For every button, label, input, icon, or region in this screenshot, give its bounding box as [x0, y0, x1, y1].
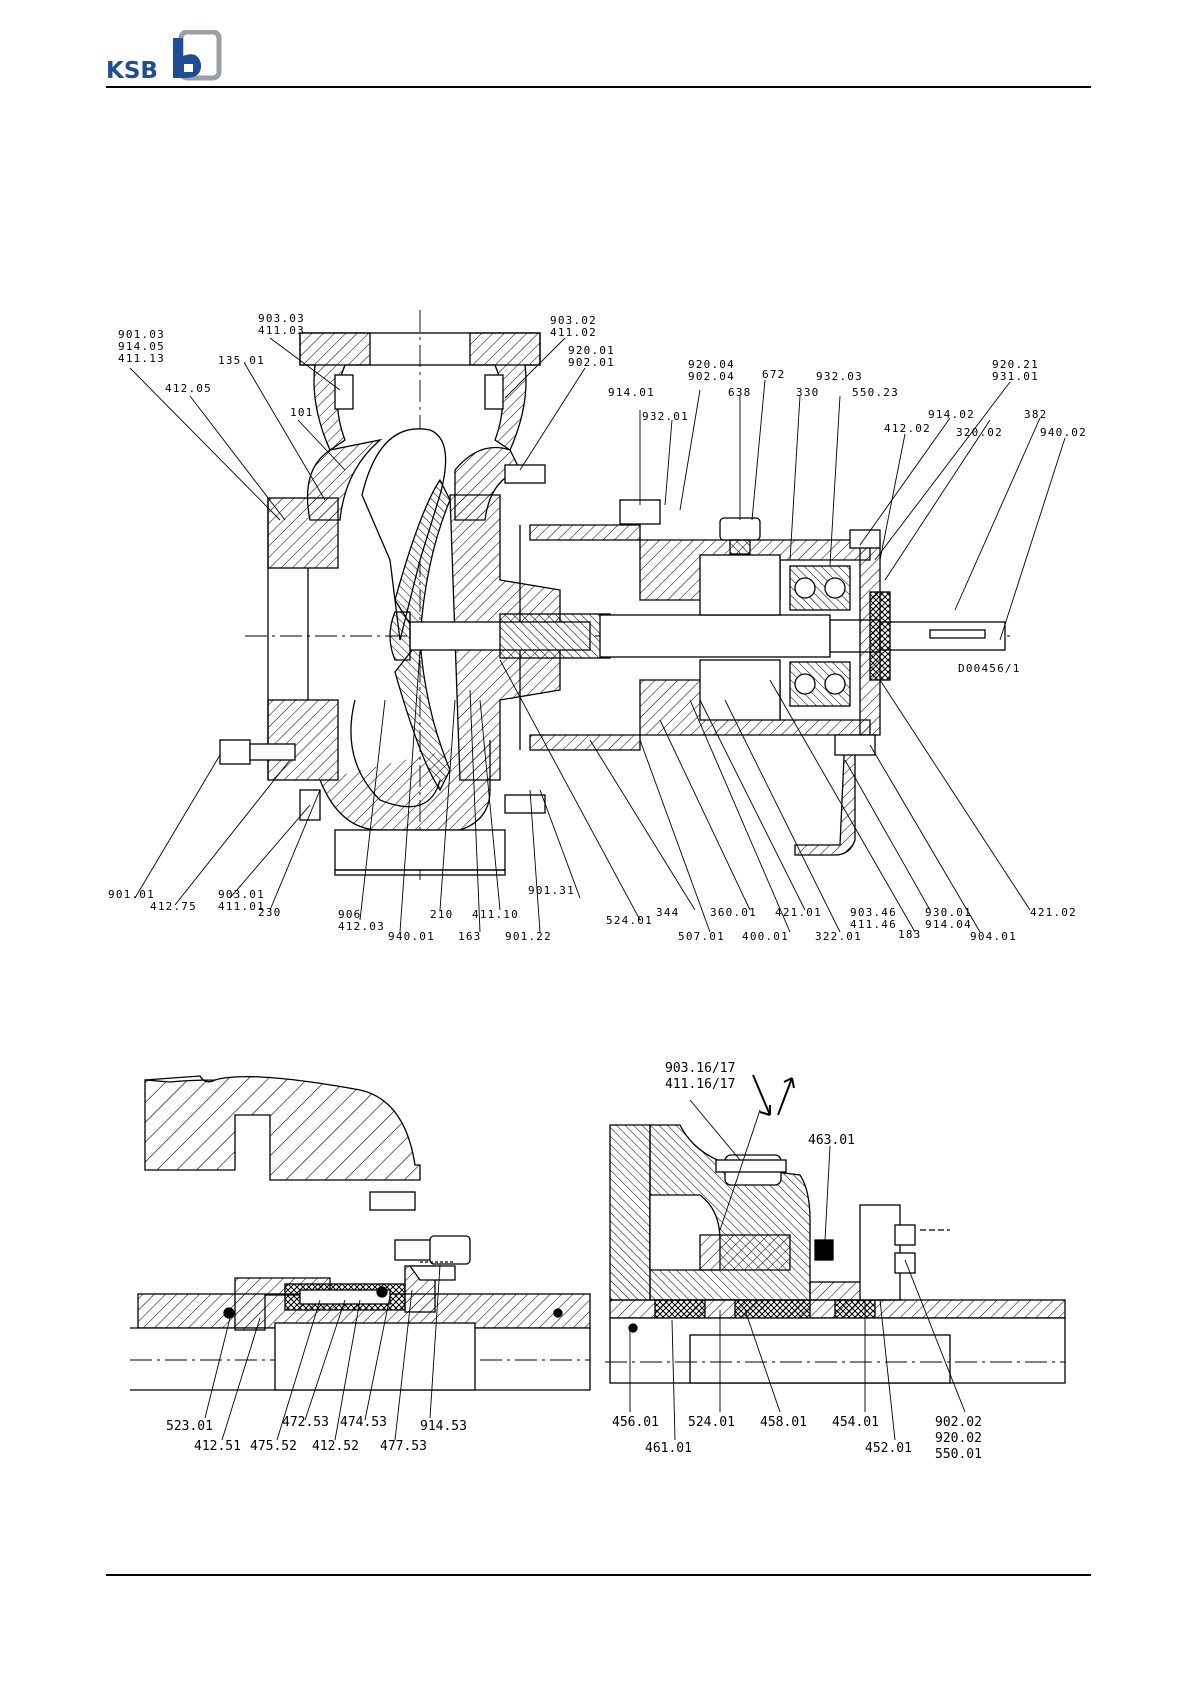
label-183: 183 [898, 928, 921, 941]
label-421-02: 421.02 [1030, 906, 1077, 919]
label-914-01: 914.01 [608, 386, 655, 399]
label-400-01: 400.01 [742, 930, 789, 943]
label-412-75: 412.75 [150, 900, 197, 913]
label-412-51: 412.51 [194, 1439, 241, 1454]
pump-assembly-drawing [219, 310, 1010, 880]
label-210: 210 [430, 908, 453, 921]
label-638: 638 [728, 386, 751, 399]
label-322-01: 322.01 [815, 930, 862, 943]
logo-text: KSB [106, 58, 158, 84]
label-903-01: 903.01 [218, 888, 265, 901]
label-920-01: 920.01 [568, 344, 615, 357]
label-411-10: 411.10 [472, 908, 519, 921]
label-477-53: 477.53 [380, 1439, 427, 1454]
footer-rule [106, 1574, 1091, 1576]
seal-labels: 523.01 412.51 475.52 472.53 412.52 474.5… [166, 1415, 467, 1454]
label-360-01: 360.01 [710, 906, 757, 919]
label-412-02: 412.02 [884, 422, 931, 435]
label-524-01-p: 524.01 [688, 1415, 735, 1430]
gland-packing-detail [605, 1074, 1066, 1384]
label-901-31: 901.31 [528, 884, 575, 897]
label-931-01: 931.01 [992, 370, 1039, 383]
label-940-01: 940.01 [388, 930, 435, 943]
main-labels: 901.03 914.05 411.13 903.03 411.03 135.0… [108, 312, 1087, 943]
label-914-04: 914.04 [925, 918, 972, 931]
packing-leader-lines [629, 1099, 966, 1441]
label-901-01: 901.01 [108, 888, 155, 901]
label-411-16-17: 411.16/17 [665, 1077, 735, 1092]
label-902-01: 902.01 [568, 356, 615, 369]
label-523-01: 523.01 [166, 1419, 213, 1434]
label-474-53: 474.53 [340, 1415, 387, 1430]
label-101: 101 [290, 406, 313, 419]
label-412-52: 412.52 [312, 1439, 359, 1454]
seal-leader-lines [204, 1264, 441, 1441]
label-903-02: 903.02 [550, 314, 597, 327]
label-320-02: 320.02 [956, 426, 1003, 439]
label-382: 382 [1024, 408, 1047, 421]
label-507-01: 507.01 [678, 930, 725, 943]
label-903-03: 903.03 [258, 312, 305, 325]
label-412-03: 412.03 [338, 920, 385, 933]
label-454-01: 454.01 [832, 1415, 879, 1430]
logo-b-mark-icon [173, 30, 222, 81]
label-458-01: 458.01 [760, 1415, 807, 1430]
label-461-01: 461.01 [645, 1441, 692, 1456]
label-920-02: 920.02 [935, 1431, 982, 1446]
label-903-16-17: 903.16/17 [665, 1061, 735, 1076]
main-leader-lines [129, 337, 1066, 933]
label-914-05: 914.05 [118, 340, 165, 353]
label-230: 230 [258, 906, 281, 919]
label-920-21: 920.21 [992, 358, 1039, 371]
label-914-02: 914.02 [928, 408, 975, 421]
label-472-53: 472.53 [282, 1415, 329, 1430]
label-163: 163 [458, 930, 481, 943]
label-344: 344 [656, 906, 679, 919]
label-940-02: 940.02 [1040, 426, 1087, 439]
label-920-04: 920.04 [688, 358, 735, 371]
label-903-46: 903.46 [850, 906, 897, 919]
label-902-04: 902.04 [688, 370, 735, 383]
label-475-52: 475.52 [250, 1439, 297, 1454]
label-901-22: 901.22 [505, 930, 552, 943]
label-932-01: 932.01 [642, 410, 689, 423]
label-411-02: 411.02 [550, 326, 597, 339]
packing-labels: 903.16/17 411.16/17 463.01 456.01 461.01… [612, 1061, 982, 1462]
label-906: 906 [338, 908, 361, 921]
label-463-01: 463.01 [808, 1133, 855, 1148]
label-902-02: 902.02 [935, 1415, 982, 1430]
ksb-logo: KSB [106, 30, 226, 84]
label-901-03: 901.03 [118, 328, 165, 341]
label-672: 672 [762, 368, 785, 381]
label-914-53: 914.53 [420, 1419, 467, 1434]
label-411-13: 411.13 [118, 352, 165, 365]
label-452-01: 452.01 [865, 1441, 912, 1456]
label-904-01: 904.01 [970, 930, 1017, 943]
label-330: 330 [796, 386, 819, 399]
label-550-23: 550.23 [852, 386, 899, 399]
drawing-code: D00456/1 [958, 662, 1021, 675]
label-411-03: 411.03 [258, 324, 305, 337]
label-550-01: 550.01 [935, 1447, 982, 1462]
label-411-01: 411.01 [218, 900, 265, 913]
label-456-01: 456.01 [612, 1415, 659, 1430]
label-524-01: 524.01 [606, 914, 653, 927]
label-930-01: 930.01 [925, 906, 972, 919]
label-421-01: 421.01 [775, 906, 822, 919]
label-135-01: 135.01 [218, 354, 265, 367]
mechanical-seal-detail [130, 1075, 591, 1391]
label-412-05: 412.05 [165, 382, 212, 395]
label-932-03: 932.03 [816, 370, 863, 383]
header-rule [106, 86, 1091, 88]
label-411-46: 411.46 [850, 918, 897, 931]
